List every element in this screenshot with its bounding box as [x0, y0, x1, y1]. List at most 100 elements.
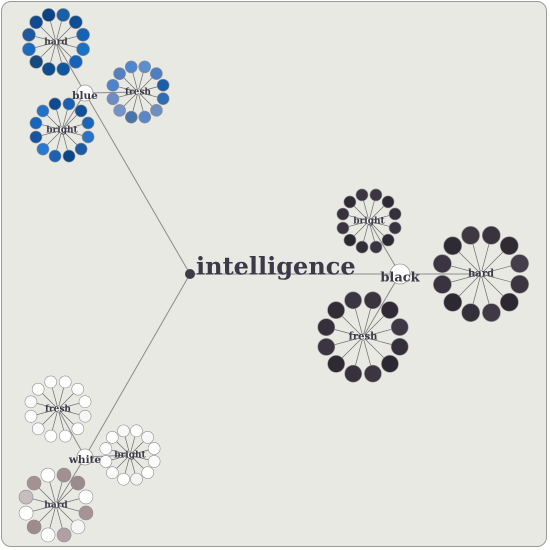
leaf-node-blue-bright	[48, 149, 62, 163]
leaf-node-black-bright	[388, 221, 402, 235]
leaf-node-blue-hard	[76, 27, 90, 42]
cluster-label-white-bright: bright	[114, 451, 146, 461]
leaf-node-blue-hard	[42, 62, 56, 76]
cluster-label-white-fresh: fresh	[45, 405, 71, 415]
cluster-hub-blue-fresh	[134, 88, 142, 96]
leaf-node-black-fresh	[327, 355, 345, 373]
leaf-node-white-bright	[147, 442, 161, 455]
edge-root-blue	[84, 92, 191, 275]
leaf-node-white-hard	[18, 489, 34, 505]
leaf-node-blue-hard	[69, 54, 83, 69]
cluster-hub-white-hard	[52, 501, 60, 509]
leaf-node-white-bright	[99, 442, 113, 455]
leaf-node-blue-bright	[62, 149, 76, 163]
leaf-node-blue-fresh	[150, 67, 163, 80]
cluster-hub-white-bright	[126, 451, 134, 459]
leaf-node-white-bright	[105, 431, 119, 444]
leaf-node-white-bright	[117, 472, 130, 486]
leaf-node-white-fresh	[71, 422, 85, 436]
leaf-node-blue-bright	[74, 142, 88, 156]
leaf-node-blue-hard	[41, 8, 56, 22]
leaf-node-blue-bright	[29, 130, 43, 144]
edge-blue-hard	[55, 41, 86, 94]
cluster-label-white-hard: hard	[44, 501, 68, 511]
leaf-node-black-bright	[381, 233, 395, 247]
leaf-node-blue-bright	[48, 97, 62, 111]
leaf-node-white-hard	[78, 489, 94, 505]
leaf-node-black-fresh	[344, 364, 363, 383]
leaf-node-black-bright	[369, 188, 383, 202]
leaf-node-blue-hard	[68, 15, 83, 29]
leaf-node-blue-fresh	[106, 92, 120, 106]
leaf-node-white-bright	[117, 424, 130, 438]
leaf-node-black-hard	[499, 236, 519, 255]
leaf-node-white-hard	[78, 505, 94, 521]
leaf-node-black-hard	[500, 292, 519, 312]
cluster-hub-black-hard	[477, 270, 485, 278]
leaf-node-white-bright	[147, 455, 161, 468]
leaf-node-blue-fresh	[106, 79, 120, 92]
group-label-black: black	[380, 271, 420, 286]
root-node	[185, 269, 195, 279]
cluster-label-black-hard: hard	[468, 269, 494, 280]
leaf-node-black-fresh	[317, 338, 336, 356]
leaf-node-blue-hard	[22, 42, 36, 57]
leaf-node-blue-fresh	[138, 60, 151, 74]
group-label-white: white	[68, 454, 102, 466]
edge-blue-fresh	[84, 91, 139, 94]
leaf-node-white-hard	[18, 505, 34, 521]
leaf-node-black-fresh	[381, 301, 399, 319]
leaf-node-blue-fresh	[125, 110, 138, 124]
leaf-node-white-fresh	[78, 395, 92, 409]
leaf-node-white-bright	[141, 430, 154, 444]
leaf-node-blue-fresh	[124, 60, 138, 74]
leaf-node-black-fresh	[390, 318, 409, 336]
leaf-node-black-hard	[461, 226, 480, 245]
leaf-node-black-fresh	[381, 355, 399, 373]
cluster-hub-blue-hard	[52, 38, 60, 46]
leaf-node-white-fresh	[24, 395, 38, 409]
leaf-node-black-bright	[336, 221, 350, 235]
leaf-node-white-hard	[26, 475, 42, 491]
leaf-node-white-hard	[56, 527, 72, 543]
leaf-node-black-fresh	[364, 364, 382, 383]
leaf-node-white-fresh	[58, 375, 72, 389]
leaf-node-white-fresh	[31, 422, 45, 436]
leaf-node-white-fresh	[31, 382, 45, 396]
group-node-black	[389, 263, 411, 285]
edge-layer	[55, 41, 481, 506]
leaf-node-blue-bright	[36, 104, 50, 118]
leaf-node-white-fresh	[78, 409, 92, 423]
leaf-node-black-fresh	[363, 291, 382, 310]
leaf-node-white-fresh	[71, 382, 85, 396]
cluster-label-black-bright: bright	[353, 217, 385, 227]
leaf-node-black-bright	[388, 207, 402, 221]
cluster-label-black-fresh: fresh	[349, 332, 379, 343]
edge-black-fresh	[362, 273, 401, 338]
leaf-node-white-fresh	[58, 429, 72, 443]
edge-white-hard	[55, 456, 86, 506]
leaf-node-black-bright	[369, 240, 383, 254]
leaf-node-white-hard	[70, 519, 86, 535]
leaf-node-blue-hard	[29, 55, 44, 69]
leaf-node-black-hard	[510, 254, 529, 273]
leaf-node-blue-bright	[36, 142, 50, 156]
leaf-node-black-fresh	[317, 318, 336, 337]
leaf-node-black-fresh	[344, 291, 362, 310]
leaf-node-black-hard	[433, 275, 452, 294]
leaf-node-blue-hard	[76, 42, 90, 56]
leaf-node-blue-fresh	[113, 67, 126, 80]
root-label: intelligence	[196, 252, 356, 281]
leaf-node-blue-fresh	[113, 104, 126, 117]
leaf-node-blue-bright	[81, 130, 95, 144]
leaf-node-black-hard	[443, 236, 462, 256]
edge-white-fresh	[57, 408, 86, 458]
leaf-node-white-fresh	[44, 375, 58, 389]
leaf-node-blue-fresh	[150, 104, 163, 117]
leaf-node-white-hard	[56, 467, 72, 483]
leaf-node-blue-bright	[74, 104, 88, 118]
leaf-node-blue-hard	[56, 8, 70, 22]
leaf-node-blue-bright	[81, 116, 95, 130]
